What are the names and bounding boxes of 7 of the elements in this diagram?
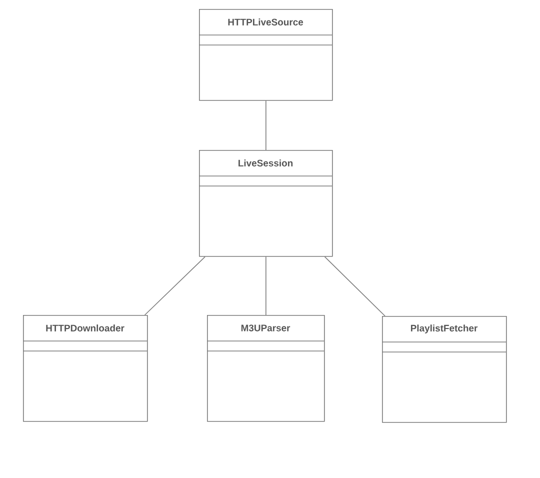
class-box: HTTPLiveSource xyxy=(198,9,333,101)
class-box: PlaylistFetcher xyxy=(382,316,507,423)
connector-line xyxy=(144,256,206,316)
class-box: LiveSession xyxy=(198,150,333,257)
class-box: M3UParser xyxy=(206,314,325,422)
connector-line xyxy=(324,256,386,316)
class-box: HTTPDownloader xyxy=(22,314,148,422)
